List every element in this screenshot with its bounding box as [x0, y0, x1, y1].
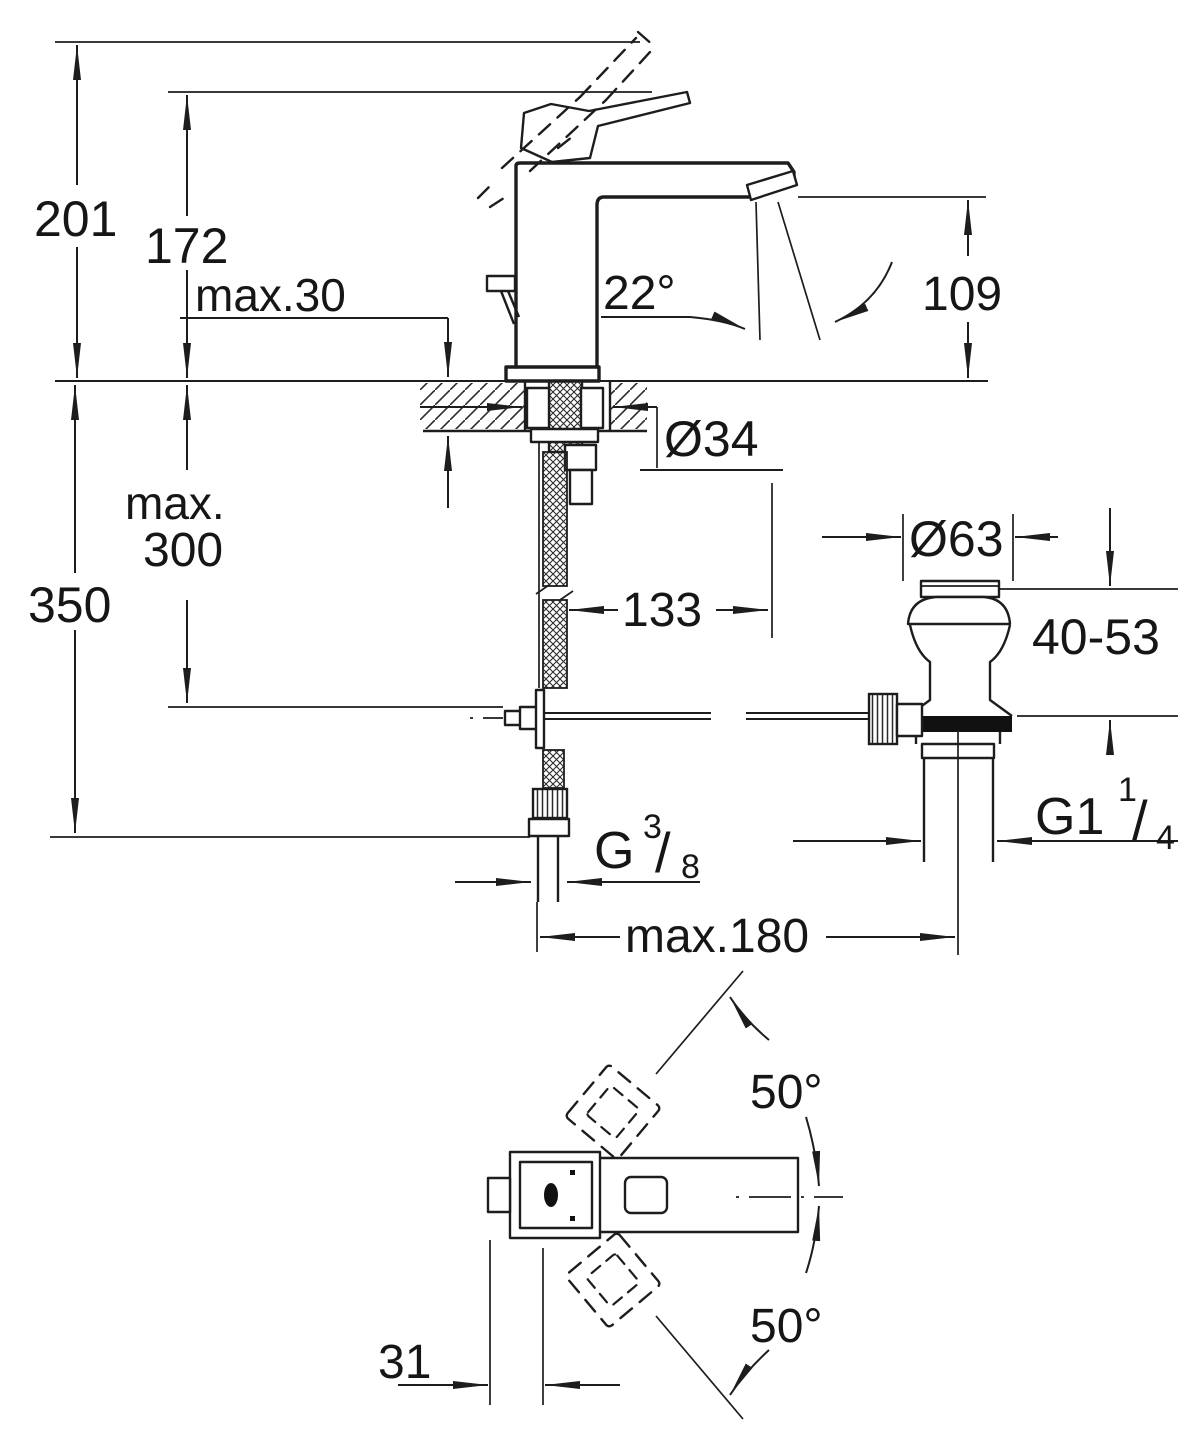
pull-rod-linkage: [470, 688, 869, 750]
waste-neck-left: [907, 624, 932, 717]
plan-knob-tab: [486, 1176, 512, 1214]
mounting-washer: [529, 427, 600, 444]
supply-thread-numerator: 3: [643, 808, 662, 846]
dim-rod-span-label: max.180: [625, 910, 809, 963]
plan-body-inner: [518, 1160, 594, 1230]
water-stream: [755, 201, 821, 341]
dim-swing-upper: 50°: [655, 970, 823, 1187]
dim-supply-drop-label: 350: [28, 577, 111, 633]
dim-overall-height: 201: [34, 41, 640, 378]
dim-handle-offset-label: 31: [378, 1336, 431, 1389]
mounting-hardware: [525, 379, 605, 506]
dim-supply-thread: G 3 / 8: [455, 808, 700, 886]
dim-spout-projection-label: 133: [622, 584, 702, 637]
dim-handle-offset: 31: [378, 1240, 620, 1405]
pull-rod-upper: [499, 290, 516, 325]
knob-connector: [895, 702, 924, 738]
dim-flange-diameter: Ø63: [822, 511, 1058, 581]
dim-max-deck-thickness-label: max.30: [195, 269, 346, 321]
plug-dome: [906, 595, 1012, 626]
dim-max-deck-thickness: max.30: [180, 269, 452, 508]
dim-spout-top-height-label: 172: [145, 218, 228, 274]
plan-lever: [594, 1156, 800, 1234]
plug-cap: [919, 579, 1001, 599]
mounting-bracket-right: [579, 386, 605, 430]
drain-thread-slash: /: [1132, 789, 1148, 852]
dim-basin-deck-range: 40-53: [1000, 508, 1178, 755]
dim-drain-thread: G1 1 / 4: [793, 771, 1178, 857]
drain-thread-numerator: 1: [1118, 771, 1137, 809]
dim-flange-diameter-label: Ø63: [909, 511, 1004, 567]
plan-rod-hole: [544, 1183, 558, 1207]
hose-segment-a: [542, 451, 568, 587]
dim-stream-angle-label: 22°: [603, 267, 676, 320]
waste-seal: [905, 716, 1012, 732]
pull-rod-upper-2: [506, 290, 521, 318]
plan-handle-base: [623, 1175, 669, 1215]
rod-vertical-bar: [534, 688, 546, 750]
supply-thread-denominator: 8: [681, 848, 700, 886]
stream-angle-arc-arrow: [834, 261, 893, 323]
dim-overall-height-label: 201: [34, 191, 117, 247]
waste-knurled-knob: [867, 692, 899, 746]
shank-fitting-lower: [568, 468, 594, 506]
dim-spout-top-height: 172: [145, 91, 652, 378]
dim-rod-span: max.180: [536, 902, 955, 963]
dim-outlet-height-label: 109: [922, 268, 1002, 321]
drain-thread-base: G1: [1035, 788, 1104, 846]
dim-tap-hole: Ø34: [420, 403, 783, 471]
spout-aerator: [745, 169, 799, 202]
dim-swing-upper-label: 50°: [750, 1066, 823, 1119]
supply-hose: [527, 442, 574, 902]
spout-underside: [595, 195, 751, 369]
dim-supply-drop: 350: [28, 385, 530, 838]
plan-view: 50° 50° 31: [378, 970, 843, 1420]
supply-thread-slash: /: [655, 821, 671, 884]
shank-fitting-upper: [563, 443, 598, 472]
hose-connector-nut: [527, 817, 571, 838]
faucet-body-outline: [514, 161, 796, 369]
hose-segment-c: [542, 749, 565, 789]
hose-ferrule: [531, 787, 569, 820]
dim-max-hose-depth: max. 300: [125, 385, 503, 708]
hose-segment-b: [542, 599, 568, 689]
dim-stream-angle: 22°: [601, 261, 893, 330]
mounting-bracket-left: [525, 386, 551, 430]
pull-rod-knob: [485, 274, 517, 293]
handle-position-upper-dashed: [565, 1064, 661, 1160]
dim-swing-lower: 50°: [655, 1205, 823, 1420]
pop-up-waste-assembly: [867, 579, 1013, 955]
faucet-body: [485, 161, 799, 383]
dim-basin-deck-range-label: 40-53: [1032, 609, 1160, 665]
handle-position-lower-dashed: [565, 1232, 661, 1328]
dim-swing-lower-label: 50°: [750, 1300, 823, 1353]
dim-tap-hole-label: Ø34: [664, 411, 759, 467]
waste-neck-right: [988, 624, 1013, 717]
supply-thread-base: G: [594, 822, 634, 880]
dim-outlet-height: 109: [798, 196, 1002, 378]
side-elevation-view: [55, 30, 988, 902]
stream-line-right: [777, 201, 821, 341]
base-plate: [504, 365, 601, 383]
dim-max-hose-word: max.: [125, 477, 225, 529]
dim-spout-projection: 133: [569, 483, 773, 638]
dimensions: 201 172 max.30 350 max.: [28, 41, 1178, 963]
stream-line-left: [755, 201, 761, 341]
rod-clamp-small: [503, 709, 523, 727]
drain-thread-denominator: 4: [1156, 819, 1175, 857]
dim-max-hose-value: 300: [143, 524, 223, 577]
